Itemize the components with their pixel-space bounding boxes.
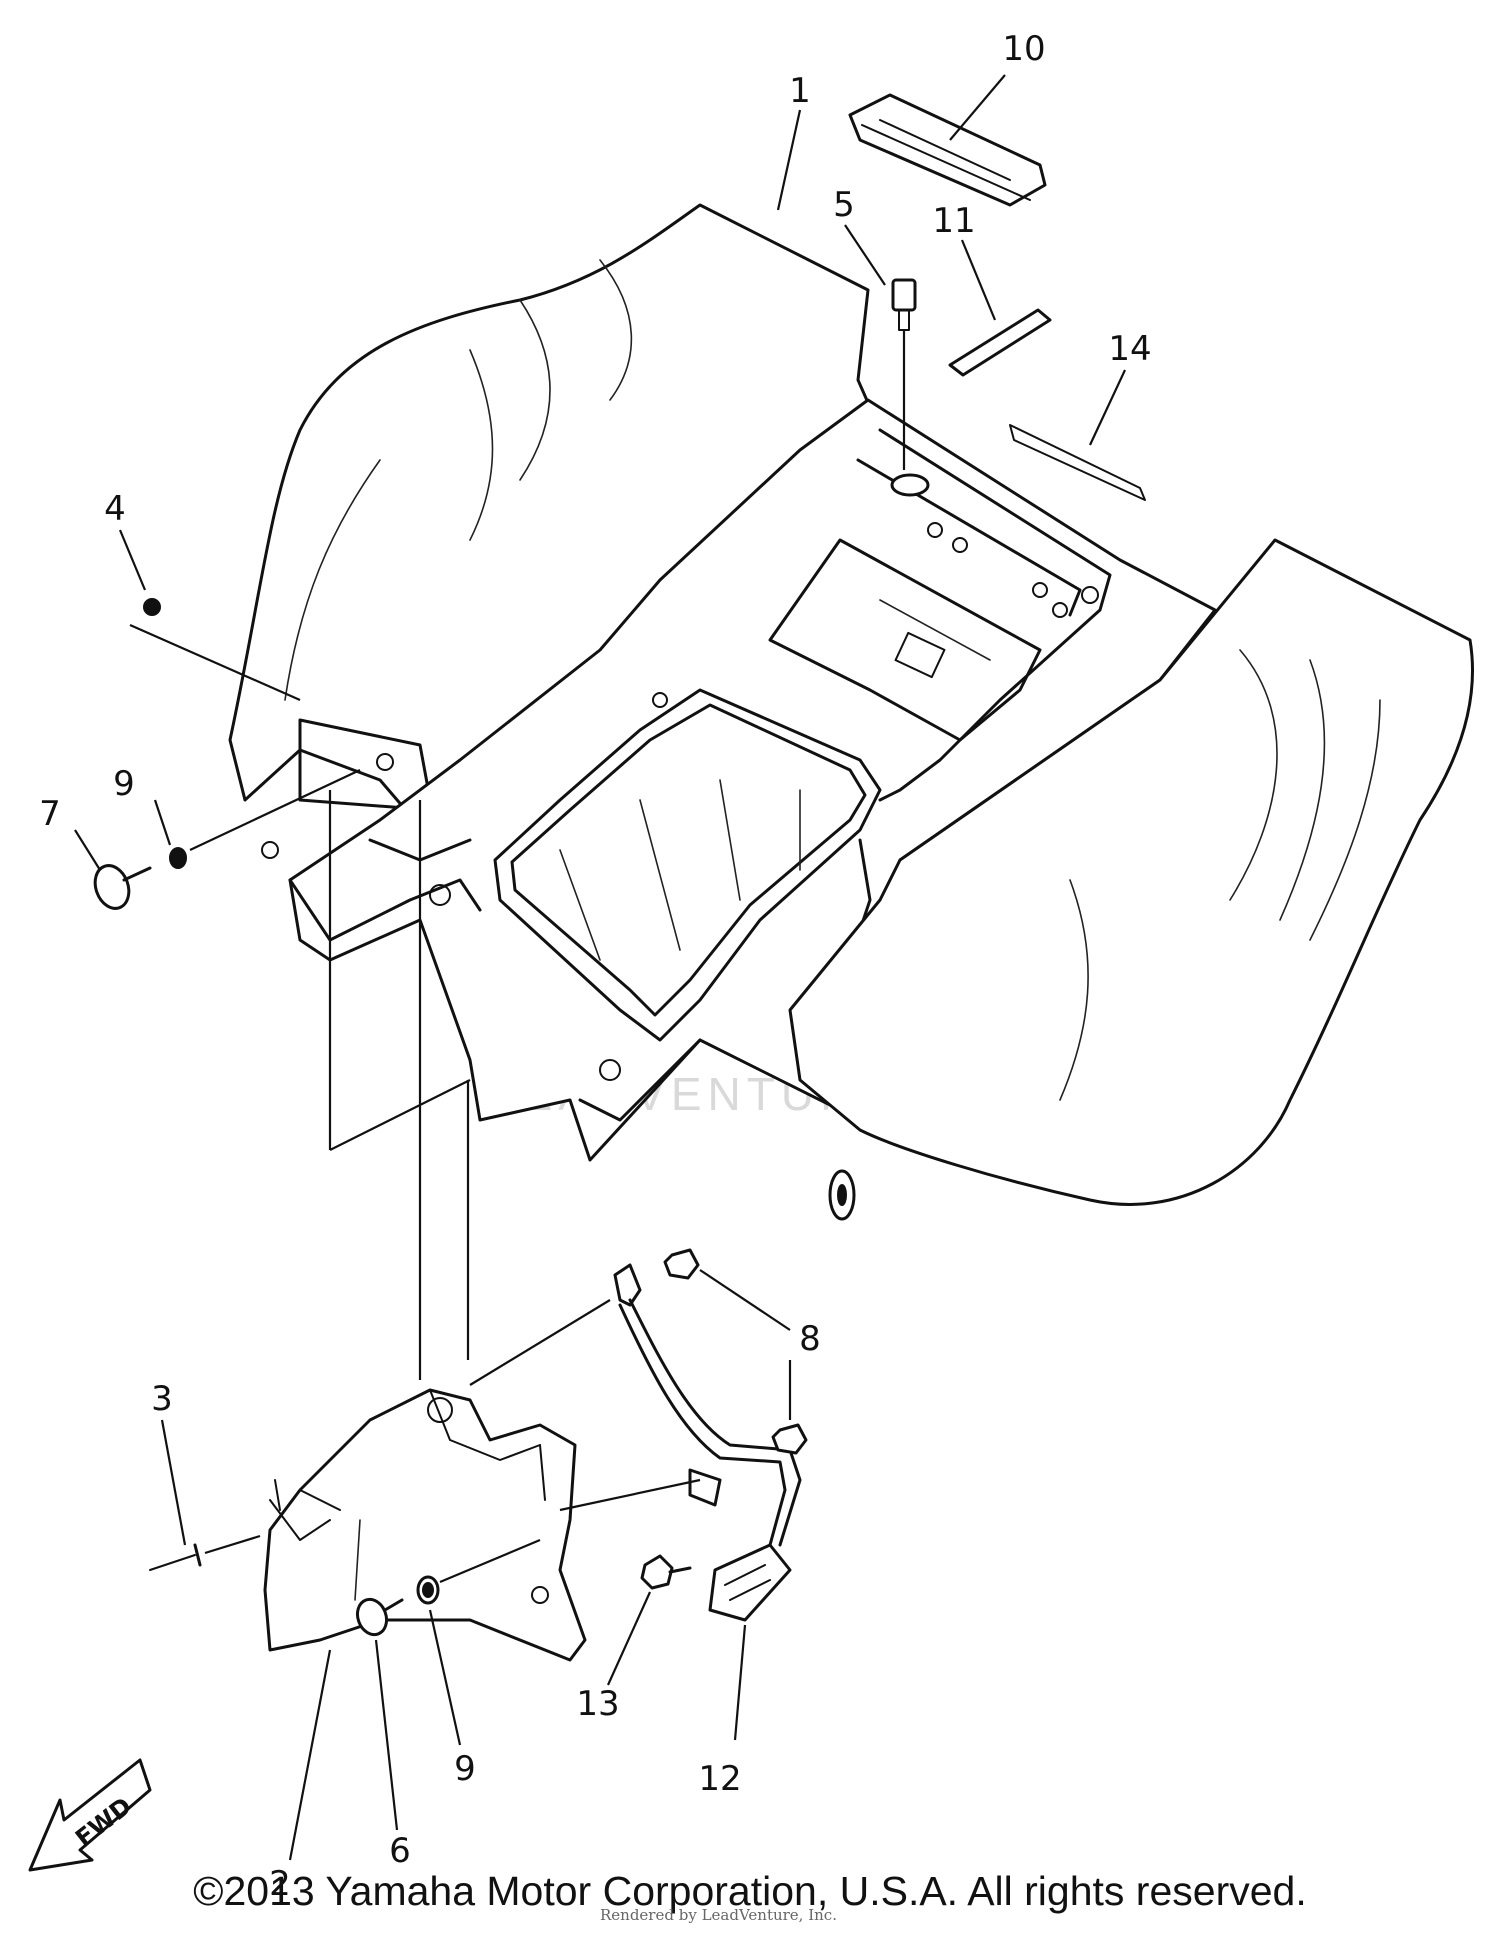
- leader-14: [1089, 369, 1126, 446]
- assembly-line-step: [329, 1079, 471, 1151]
- callout-4: 4: [104, 489, 126, 529]
- leader-lower-bolt: [439, 1538, 541, 1584]
- part-8-nut-lower: [771, 1423, 808, 1455]
- copyright-notice: ©2013 Yamaha Motor Corporation, U.S.A. A…: [193, 1868, 1307, 1914]
- part-3-rivet: [149, 1534, 261, 1571]
- callout-14: 14: [1108, 329, 1151, 369]
- leader-9-upper: [153, 799, 172, 846]
- part-6-bolt: [355, 1597, 404, 1637]
- leader-1: [776, 109, 802, 211]
- part-14-label: [1009, 424, 1146, 501]
- part-4-nut: [129, 598, 301, 702]
- callout-8: 8: [799, 1319, 821, 1359]
- leader-bracket-upper: [469, 1299, 611, 1386]
- render-credit: Rendered by LeadVenture, Inc.: [600, 1906, 837, 1924]
- rear-fender: [228, 203, 1474, 1221]
- part-2-mud-flap: [263, 1388, 587, 1662]
- leader-2: [288, 1649, 332, 1861]
- callout-7: 7: [39, 794, 61, 834]
- part-12-reflector-bracket: [613, 1263, 802, 1622]
- part-10-strap: [848, 93, 1047, 207]
- callout-9-lower: 9: [454, 1749, 476, 1789]
- part-8-nut-upper: [663, 1248, 700, 1280]
- leader-9-lower: [428, 1609, 462, 1746]
- fwd-arrow: FWD: [28, 1758, 152, 1872]
- callout-10: 10: [1002, 29, 1045, 69]
- part-7-bolt: [93, 864, 152, 910]
- leader-7: [74, 829, 101, 871]
- callout-6: 6: [389, 1831, 411, 1871]
- leader-13: [606, 1591, 652, 1686]
- callout-5: 5: [833, 185, 855, 225]
- leader-8-upper: [699, 1269, 791, 1331]
- leader-12: [733, 1624, 747, 1741]
- leader-11: [960, 239, 997, 321]
- leader-bracket-lower: [559, 1478, 701, 1512]
- part-13-bolt: [640, 1554, 692, 1590]
- callout-12: 12: [698, 1759, 741, 1799]
- leader-6: [374, 1639, 399, 1831]
- part-11-label: [948, 308, 1052, 377]
- leader-upper-bolt: [189, 769, 361, 851]
- leader-4: [118, 529, 147, 591]
- leader-10: [949, 74, 1006, 141]
- leader-3: [160, 1419, 187, 1546]
- callout-1: 1: [789, 71, 811, 111]
- leader-5: [844, 224, 886, 286]
- part-9-washer-upper: [169, 847, 187, 869]
- part-9-washer-lower: [416, 1575, 440, 1605]
- callout-11: 11: [932, 201, 975, 241]
- callout-13: 13: [576, 1684, 619, 1724]
- callout-3: 3: [151, 1379, 173, 1419]
- callout-9-upper: 9: [113, 764, 135, 804]
- callout-2: 2: [269, 1864, 291, 1904]
- part-5-plug: [891, 278, 917, 470]
